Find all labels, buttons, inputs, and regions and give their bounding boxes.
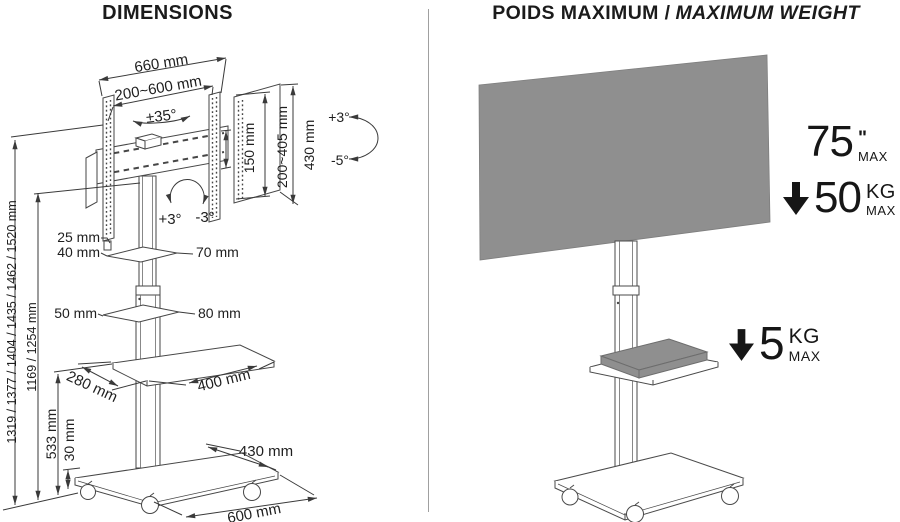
dim-25mm: 25 mm xyxy=(57,229,100,245)
tv-stand-illustration xyxy=(478,54,771,522)
device-box-front xyxy=(600,351,708,379)
tilt-plus3-label: +3° xyxy=(158,211,181,228)
tilt-minus5-right-label: -5° xyxy=(331,152,349,168)
dim-total-heights: 1319 / 1377 / 1404 / 1435 / 1462 / 1520 … xyxy=(5,200,19,443)
dimension-lines xyxy=(2,57,379,519)
max-weight-title-en: MAXIMUM WEIGHT xyxy=(675,2,860,24)
tv-weight-value: 50 xyxy=(814,173,862,222)
tv-weight-unit: KG xyxy=(865,181,896,203)
tv-weight-max: MAX xyxy=(865,203,896,218)
dimensions-title: DIMENSIONS xyxy=(55,2,280,25)
dim-width-outer: 660 mm xyxy=(133,51,189,76)
tilt-plus3-right-label: +3° xyxy=(328,109,350,125)
dim-bracket-height: 430 mm xyxy=(301,120,317,171)
dim-base-width: 600 mm xyxy=(226,500,282,522)
shelf-weight-value: 5 xyxy=(759,317,785,369)
dim-plate-height: 150 mm xyxy=(241,123,257,174)
dim-swivel-angle: ±35° xyxy=(145,106,178,127)
caster-wheels xyxy=(80,479,261,514)
tv-weight-spec: 50 KG MAX xyxy=(783,173,896,222)
dim-column-heights: 1169 / 1254 mm xyxy=(25,302,39,391)
dim-base-depth: 430 mm xyxy=(239,443,293,460)
dimension-labels: 660 mm 200~600 mm ±35° 150 mm 200~405 mm… xyxy=(5,51,350,522)
max-weight-title: POIDS MAXIMUM /MAXIMUM WEIGHT xyxy=(452,2,900,25)
dim-40mm: 40 mm xyxy=(57,244,100,260)
down-arrow-icon xyxy=(783,182,809,215)
screen-size-max: MAX xyxy=(857,149,888,164)
dim-vesa-height: 200~405 mm xyxy=(274,106,290,188)
dim-shelf-depth: 280 mm xyxy=(64,368,120,406)
dim-shelf-height: 533 mm xyxy=(43,409,59,460)
dim-base-thickness: 30 mm xyxy=(61,419,77,462)
tv-screen xyxy=(478,54,771,261)
screen-size-spec: 75 " MAX xyxy=(806,117,888,166)
dim-70mm: 70 mm xyxy=(196,244,239,260)
shelf-weight-unit: KG xyxy=(788,325,820,348)
down-arrow-icon xyxy=(729,326,754,364)
inch-mark: " xyxy=(857,128,867,149)
shelf-weight-max: MAX xyxy=(788,348,821,364)
shelf-with-device xyxy=(589,338,719,386)
caster-wheels-right xyxy=(561,483,739,522)
tv-bracket xyxy=(85,83,281,251)
section-divider xyxy=(428,9,429,512)
dim-width-vesa: 200~600 mm xyxy=(113,73,203,105)
tv-stand-line-drawing xyxy=(74,83,281,514)
shelf-weight-spec: 5 KG MAX xyxy=(729,317,821,369)
dim-50mm: 50 mm xyxy=(54,305,97,321)
screen-size-value: 75 xyxy=(806,117,854,166)
stand-base-right xyxy=(553,452,745,521)
max-weight-title-fr: POIDS MAXIMUM / xyxy=(492,2,671,24)
tilt-minus3-label: -3° xyxy=(195,209,214,226)
dimensions-title-text: DIMENSIONS xyxy=(102,2,233,24)
dim-80mm: 80 mm xyxy=(198,305,241,321)
